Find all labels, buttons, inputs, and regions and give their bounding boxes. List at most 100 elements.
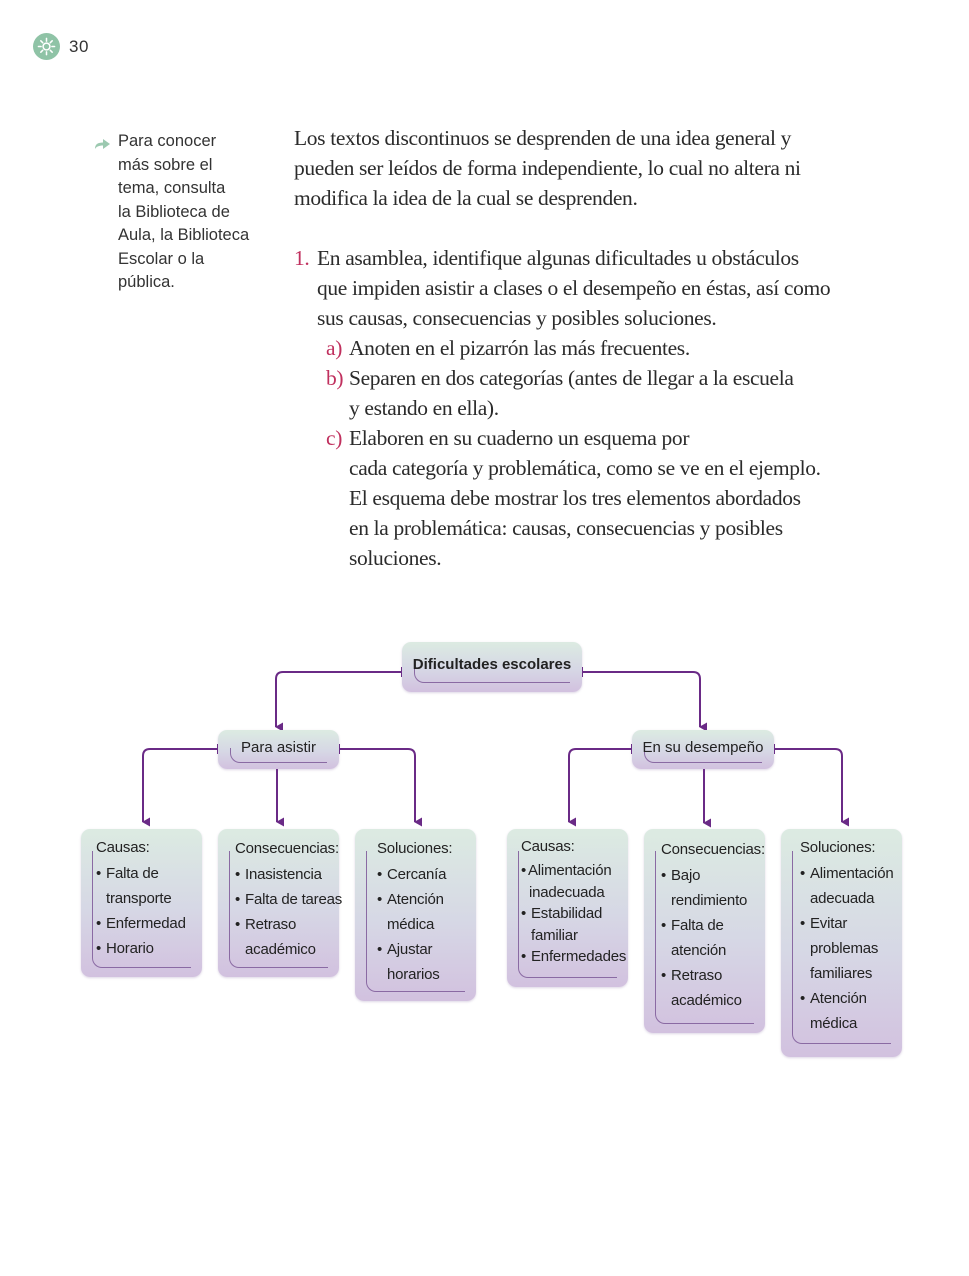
text: Estabilidad xyxy=(531,905,603,922)
page-number: 30 xyxy=(69,36,89,56)
list-item: •Inasistencia xyxy=(235,862,335,887)
list-item: •Enfermedad xyxy=(96,911,198,936)
bullet: • xyxy=(800,915,806,932)
activity-item-a: a) Anoten en el pizarrón las más frecuen… xyxy=(326,333,854,363)
list-item: •Estabilidad xyxy=(521,903,624,925)
list-item: •Falta de xyxy=(96,861,198,886)
list-item: rendimiento xyxy=(661,888,761,913)
bullet: • xyxy=(800,990,806,1007)
list-item: •Retraso xyxy=(661,963,761,988)
list-item: •Bajo xyxy=(661,863,761,888)
item-line: El esquema debe mostrar los tres element… xyxy=(349,486,801,510)
sun-icon xyxy=(33,33,60,60)
sidenote-line: pública. xyxy=(118,273,175,291)
list-item: •Falta de tareas xyxy=(235,887,342,912)
activity-line: sus causas, consecuencias y posibles sol… xyxy=(317,306,717,330)
text: Retraso xyxy=(671,967,723,984)
text: horarios xyxy=(387,966,440,983)
bullet: • xyxy=(235,916,241,933)
list-item: •Alimentación xyxy=(800,861,898,886)
branch-node-en-su-desempeno: En su desempeño xyxy=(632,730,774,769)
text: médica xyxy=(810,1015,858,1032)
sidenote: Para conocer más sobre el tema, consulta… xyxy=(94,130,254,295)
activity-item-b: b) Separen en dos categorías (antes de l… xyxy=(326,363,854,423)
text: adecuada xyxy=(810,890,875,907)
text: transporte xyxy=(106,890,172,907)
text: Falta de tareas xyxy=(245,891,343,908)
bullet: • xyxy=(377,866,383,883)
bullet: • xyxy=(661,917,667,934)
connector-root-left xyxy=(275,671,402,732)
bullet: • xyxy=(96,940,102,957)
leaf-causas-asistir: Causas: •Falta de transporte •Enfermedad… xyxy=(81,829,202,977)
activity: 1. En asamblea, identifique algunas difi… xyxy=(294,243,854,573)
item-line: en la problemática: causas, consecuencia… xyxy=(349,516,783,540)
list-item: •Evitar xyxy=(800,911,898,936)
item-line: Elaboren en su cuaderno un esquema por xyxy=(349,426,690,450)
bullet: • xyxy=(521,862,527,879)
bullet: • xyxy=(235,891,241,908)
text: inadecuada xyxy=(529,883,605,901)
text: Atención xyxy=(387,891,444,908)
list-item: •Horario xyxy=(96,936,198,961)
list-item: •Falta de xyxy=(661,913,761,938)
text: familiar xyxy=(531,926,578,944)
connector-right-causas xyxy=(568,748,632,827)
list-item: horarios xyxy=(377,962,472,987)
text: Enfermedad xyxy=(106,915,186,932)
list-item: •Alimentación xyxy=(521,860,624,882)
item-line: Separen en dos categorías (antes de lleg… xyxy=(349,366,794,390)
text: Cercanía xyxy=(387,866,447,883)
bullet: • xyxy=(377,941,383,958)
bullet: • xyxy=(800,865,806,882)
item-letter: a) xyxy=(326,336,343,360)
intro-line: Los textos discontinuos se desprenden de… xyxy=(294,126,791,150)
connector-root-right xyxy=(582,671,707,732)
list-item: •Enfermedades xyxy=(521,946,627,968)
text: atención xyxy=(671,942,727,959)
text: Evitar xyxy=(810,915,848,932)
list-item: adecuada xyxy=(800,886,898,911)
list-item: transporte xyxy=(96,886,198,911)
list-item: •Ajustar xyxy=(377,937,472,962)
leaf-soluciones-desempeno: Soluciones: •Alimentación adecuada •Evit… xyxy=(781,829,902,1057)
list-item: •Cercanía xyxy=(377,862,472,887)
text: Falta de xyxy=(671,917,724,934)
list-item: familiar xyxy=(521,925,624,947)
activity-line: que impiden asistir a clases o el desemp… xyxy=(317,276,831,300)
connector-right-soluciones xyxy=(774,748,849,827)
text: problemas xyxy=(810,940,879,957)
branch-node-para-asistir: Para asistir xyxy=(218,730,339,769)
list-item: •Atención xyxy=(800,986,898,1011)
text: Alimentación xyxy=(528,862,612,879)
list-item: atención xyxy=(661,938,761,963)
text: Bajo xyxy=(671,867,701,884)
text: Falta de xyxy=(106,865,159,882)
item-line: y estando en ella). xyxy=(349,396,499,420)
text: Alimentación xyxy=(810,865,894,882)
diagram-root-node: Dificultades escolares xyxy=(402,642,582,692)
text: académico xyxy=(671,992,742,1009)
text: Enfermedades xyxy=(531,948,627,965)
list-item: académico xyxy=(235,937,335,962)
leaf-heading: Causas: xyxy=(96,839,150,856)
leaf-heading: Soluciones: xyxy=(377,840,453,857)
sidenote-line: Para conocer xyxy=(118,132,217,150)
bullet: • xyxy=(235,866,241,883)
connector-left-soluciones xyxy=(339,748,422,827)
activity-number: 1. xyxy=(294,246,310,270)
sidenote-line: más sobre el xyxy=(118,155,213,174)
item-line: Anoten en el pizarrón las más frecuentes… xyxy=(349,336,690,360)
leaf-consecuencias-desempeno: Consecuencias: •Bajo rendimiento •Falta … xyxy=(644,829,765,1033)
text: médica xyxy=(387,916,435,933)
list-item: inadecuada xyxy=(521,882,624,904)
sidenote-text: Para conocer más sobre el tema, consulta… xyxy=(118,130,253,295)
text: Ajustar xyxy=(387,941,433,958)
leaf-heading: Consecuencias: xyxy=(661,841,765,858)
activity-line: En asamblea, identifique algunas dificul… xyxy=(317,246,799,270)
root-title: Dificultades escolares xyxy=(412,656,572,673)
leaf-soluciones-asistir: Soluciones: •Cercanía •Atención médica •… xyxy=(355,829,476,1001)
leaf-consecuencias-asistir: Consecuencias: •Inasistencia •Falta de t… xyxy=(218,829,342,977)
list-item: médica xyxy=(800,1011,898,1036)
intro-line: modifica la idea de la cual se desprende… xyxy=(294,186,638,210)
